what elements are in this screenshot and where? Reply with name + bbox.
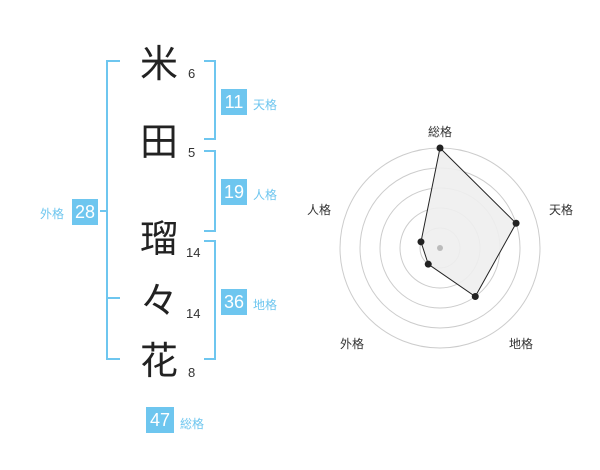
gaikaku-value: 28	[72, 199, 98, 225]
radar-point-2	[512, 219, 520, 227]
name-char-4: 々	[140, 279, 179, 323]
gaikaku-bracket-bottom	[106, 358, 120, 360]
radar-axis-label-tenkaku: 天格	[549, 203, 574, 217]
tenkaku-bracket-top	[204, 60, 216, 62]
radar-axis-label-gaikaku: 外格	[340, 337, 365, 351]
jinkaku-label: 人格	[253, 188, 278, 202]
name-char-1: 米	[140, 42, 179, 86]
chikaku-bracket-vertical	[214, 240, 216, 360]
stroke-count-3: 14	[186, 245, 201, 260]
name-char-5: 花	[140, 339, 179, 383]
gaikaku-label: 外格	[40, 207, 65, 221]
radar-axis-label-soukaku: 総格	[428, 125, 453, 139]
chikaku-bracket-top	[204, 240, 216, 242]
stroke-count-1: 6	[188, 66, 196, 81]
gaikaku-bracket-top	[106, 60, 120, 62]
tenkaku-value: 11	[221, 89, 247, 115]
radar-point-5	[417, 238, 425, 246]
stroke-count-5: 8	[188, 365, 196, 380]
jinkaku-bracket-top	[204, 150, 216, 152]
radar-axis-label-chikaku: 地格	[509, 337, 534, 351]
radar-center-dot	[437, 245, 443, 251]
jinkaku-bracket-vertical	[214, 150, 216, 232]
name-char-3: 瑠	[140, 217, 179, 261]
tenkaku-bracket-bottom	[204, 138, 216, 140]
jinkaku-value: 19	[221, 179, 247, 205]
chikaku-bracket-bottom	[204, 358, 216, 360]
stroke-count-4: 14	[186, 306, 201, 321]
tenkaku-label: 天格	[253, 98, 278, 112]
stroke-count-2: 5	[188, 145, 196, 160]
tenkaku-bracket-vertical	[214, 60, 216, 140]
gaikaku-connector	[100, 210, 108, 212]
radar-point-3	[471, 293, 479, 301]
radar-point-1	[436, 144, 444, 152]
name-char-2: 田	[140, 120, 179, 164]
gaikaku-bracket-mid	[106, 297, 120, 299]
soukaku-label: 総格	[180, 417, 205, 431]
radar-value-polygon	[420, 146, 517, 298]
radar-axis-label-jinkaku: 人格	[307, 203, 332, 217]
chikaku-value: 36	[221, 289, 247, 315]
jinkaku-bracket-bottom	[204, 230, 216, 232]
radar-point-4	[424, 260, 432, 268]
chikaku-label: 地格	[253, 298, 278, 312]
soukaku-value: 47	[146, 407, 174, 433]
